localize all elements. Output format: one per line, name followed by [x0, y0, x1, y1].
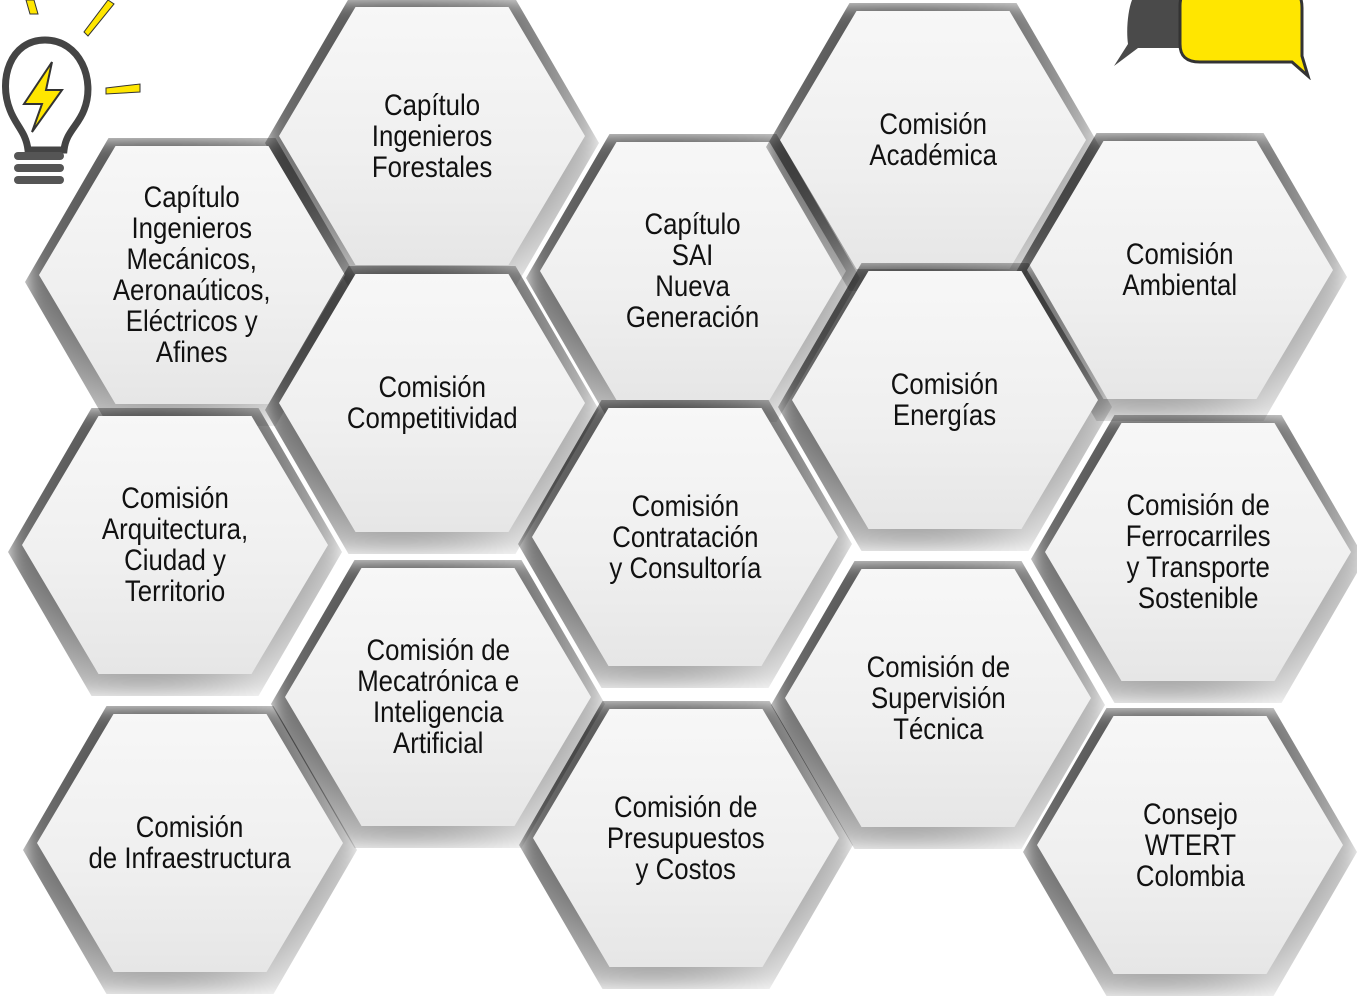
hexagon-competitividad: Comisión Competitividad — [265, 266, 599, 554]
hexagon-label: Comisión Académica — [869, 108, 997, 172]
hexagon-arquitectura: Comisión Arquitectura, Ciudad y Territor… — [8, 408, 342, 696]
hexagon-cell: Comisión de Infraestructura — [37, 714, 343, 972]
hexagon-label: Comisión Arquitectura, Ciudad y Territor… — [101, 482, 249, 608]
hexagon-cell: Comisión Competitividad — [279, 274, 585, 532]
hexagon-wtert: Consejo WTERT Colombia — [1023, 708, 1357, 996]
speech-bubbles-icon — [1114, 0, 1311, 80]
hexagon-label: Consejo WTERT Colombia — [1135, 797, 1245, 893]
hexagon-presupuestos: Comisión de Presupuestos y Costos — [519, 701, 853, 989]
hexagon-label: Capítulo Ingenieros Mecánicos, Aeronaúti… — [113, 181, 271, 369]
hexagon-cell: Consejo WTERT Colombia — [1037, 716, 1343, 974]
hexagon-infraestructura: Comisión de Infraestructura — [23, 706, 357, 994]
hexagon-label: Comisión Contratación y Consultoría — [608, 489, 762, 585]
hexagon-cell: Comisión Arquitectura, Ciudad y Territor… — [22, 416, 328, 674]
hexagon-label: Comisión de Supervisión Técnica — [866, 650, 1010, 746]
hexagon-cell: Comisión de Presupuestos y Costos — [533, 709, 839, 967]
hexagon-ferrocarriles: Comisión de Ferrocarriles y Transporte S… — [1031, 415, 1357, 703]
hexagon-label: Comisión Ambiental — [1122, 238, 1238, 302]
hexagon-label: Comisión de Ferrocarriles y Transporte S… — [1125, 489, 1271, 615]
hexagon-cell: Comisión Académica — [780, 11, 1086, 269]
hexagon-label: Capítulo SAI Nueva Generación — [626, 208, 760, 334]
hexagon-label: Comisión Competitividad — [346, 371, 518, 435]
lightbulb-icon — [2, 0, 141, 184]
hexagon-cell: Comisión de Mecatrónica e Inteligencia A… — [285, 568, 591, 826]
hexagon-energias: Comisión Energías — [778, 263, 1112, 551]
hexagon-label: Comisión de Mecatrónica e Inteligencia A… — [356, 634, 520, 760]
hexagon-label: Capítulo Ingenieros Forestales — [371, 88, 493, 184]
hexagon-contratacion: Comisión Contratación y Consultoría — [518, 400, 852, 688]
hexagon-label: Comisión de Infraestructura — [88, 811, 292, 875]
hexagon-cell: Capítulo Ingenieros Forestales — [279, 7, 585, 265]
hexagon-ambiental: Comisión Ambiental — [1013, 133, 1347, 421]
hexagon-cell: Comisión de Supervisión Técnica — [785, 569, 1091, 827]
hexagon-cell: Comisión Contratación y Consultoría — [532, 408, 838, 666]
hexagon-label: Comisión de Presupuestos y Costos — [607, 790, 765, 886]
hexagon-label: Comisión Energías — [891, 368, 999, 432]
hexagon-cell: Comisión de Ferrocarriles y Transporte S… — [1045, 423, 1351, 681]
hexagon-cell: Comisión Energías — [792, 271, 1098, 529]
